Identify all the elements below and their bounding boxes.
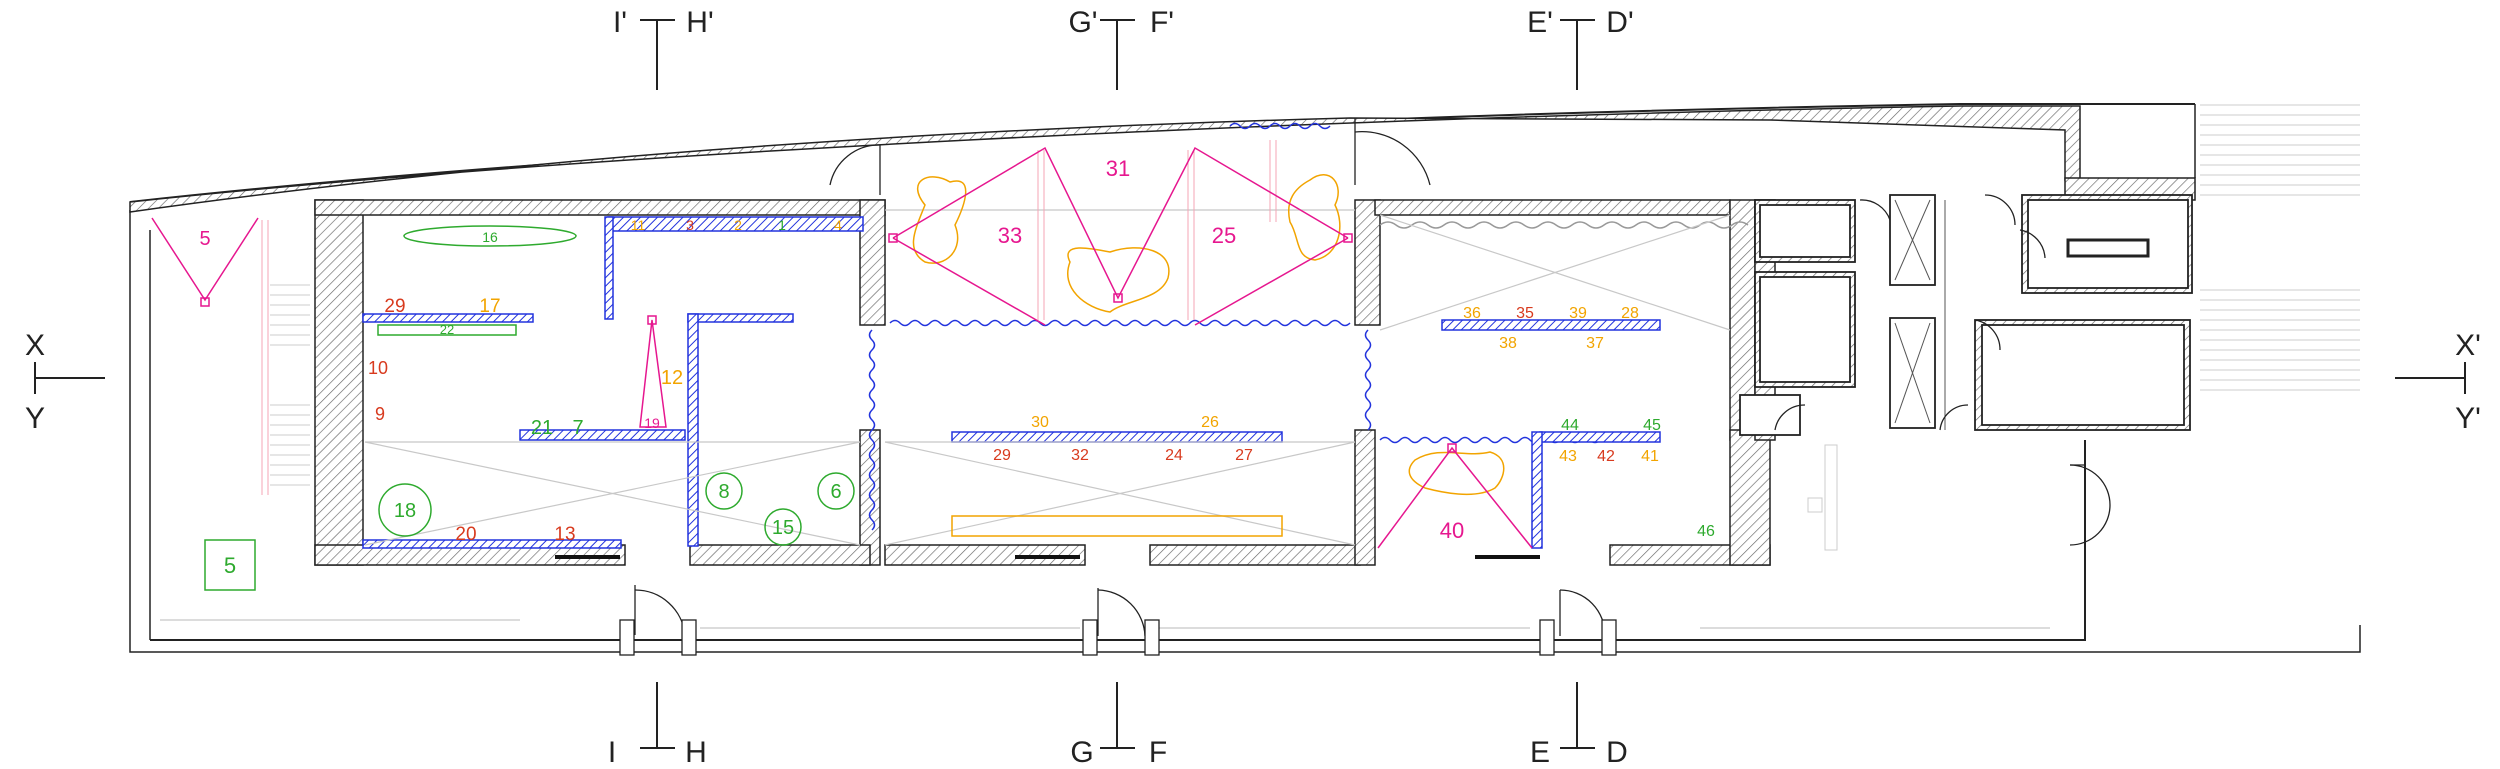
center-pink-lines [1037,140,1277,320]
marker-29-center: 29 [993,447,1011,464]
section-label-d: D [1606,736,1628,769]
magenta-lines [151,146,1533,549]
left-stair-treads [270,284,310,486]
section-label-i: I [608,736,616,769]
section-label-y-prime: Y' [2455,402,2481,435]
marker-26: 26 [1201,414,1219,431]
green-shapes [204,225,855,591]
marker-17: 17 [479,296,500,317]
marker-31: 31 [1106,156,1130,181]
marker-42: 42 [1597,448,1615,465]
marker-7: 7 [572,417,583,439]
marker-8: 8 [718,481,729,503]
marker-28: 28 [1621,305,1639,322]
marker-2: 2 [734,217,742,233]
marker-5-bottom: 5 [224,553,236,578]
service-core [1739,194,2193,436]
section-label-g-prime: G' [1068,6,1097,39]
section-label-y: Y [25,402,45,435]
section-label-i-prime: I' [613,6,627,39]
marker-3: 3 [686,217,694,233]
marker-13: 13 [554,524,575,545]
marker-37: 37 [1586,335,1604,352]
marker-24: 24 [1165,447,1183,464]
marker-38: 38 [1499,335,1517,352]
marker-21: 21 [531,417,553,439]
section-labels: I' H' G' F' E' D' I H G F E D X Y X' Y' [25,6,2481,769]
marker-1: 1 [778,217,786,233]
section-label-e-prime: E' [1527,6,1553,39]
marker-4: 4 [834,217,842,233]
curved-roof-wall [129,105,2081,213]
marker-46: 46 [1697,523,1715,540]
marker-16: 16 [482,229,498,245]
marker-19: 19 [644,415,660,431]
hatched-walls [314,177,2196,566]
marker-15: 15 [772,517,794,539]
section-label-e: E [1530,736,1550,769]
marker-43: 43 [1559,448,1577,465]
marker-45: 45 [1643,417,1661,434]
marker-22: 22 [440,322,454,337]
doors [619,118,2111,656]
marker-30: 30 [1031,414,1049,431]
core-x-marks [1894,199,1946,430]
marker-10: 10 [368,358,388,378]
section-markers [34,19,2466,749]
marker-35: 35 [1516,305,1534,322]
marker-40: 40 [1440,518,1464,543]
section-label-h-prime: H' [686,6,713,39]
marker-39: 39 [1569,305,1587,322]
marker-18: 18 [394,500,416,522]
section-label-f-prime: F' [1150,6,1174,39]
marker-12: 12 [661,367,683,389]
item-markers: 5 5 16 11 3 2 1 4 29 17 22 10 9 12 19 21… [199,156,1715,578]
display-panels [362,216,1661,549]
section-label-x: X [25,329,45,362]
marker-44: 44 [1561,417,1579,434]
marker-33: 33 [998,223,1022,248]
section-label-d-prime: D' [1606,6,1633,39]
marker-9: 9 [375,404,385,424]
section-label-g: G [1070,736,1093,769]
section-label-h: H [685,736,707,769]
marker-41: 41 [1641,448,1659,465]
marker-29-left: 29 [384,296,405,317]
marker-20: 20 [455,524,476,545]
left-stair [261,220,269,495]
marker-25: 25 [1212,223,1236,248]
marker-5-top: 5 [199,228,210,250]
marker-11: 11 [631,217,646,233]
right-interior [1807,444,1838,551]
marker-6: 6 [830,481,841,503]
marker-27: 27 [1235,447,1253,464]
marker-36: 36 [1463,305,1481,322]
section-label-f: F [1149,736,1167,769]
marker-32: 32 [1071,447,1089,464]
right-stair [2200,104,2360,391]
section-label-x-prime: X' [2455,329,2481,362]
grey-guide-lines [160,209,2050,629]
